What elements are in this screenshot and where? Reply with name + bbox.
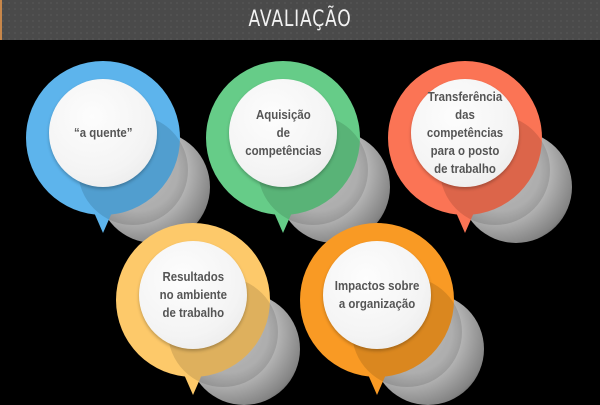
label-disc: Impactos sobre a organização: [323, 241, 431, 349]
header-accent: [0, 0, 2, 40]
bubble-resultados: Resultados no ambiente de trabalho: [116, 223, 300, 405]
bubble-label: Impactos sobre a organização: [334, 278, 420, 311]
bubble-label: “a quente”: [73, 125, 133, 140]
page-title: AVALIAÇÃO: [248, 7, 352, 32]
label-disc: Resultados no ambiente de trabalho: [139, 241, 247, 349]
bubble-a-quente: “a quente”: [26, 61, 210, 243]
bubble-impactos: Impactos sobre a organização: [300, 223, 484, 405]
bubble-aquisicao: Aquisição de competências: [206, 61, 390, 243]
bubble-label: Transferência das competências para o po…: [426, 89, 504, 176]
label-disc: Transferência das competências para o po…: [411, 79, 519, 187]
header-bar: AVALIAÇÃO: [0, 0, 600, 40]
label-disc: Aquisição de competências: [229, 79, 337, 187]
bubble-transferencia: Transferência das competências para o po…: [388, 61, 572, 243]
label-disc: “a quente”: [49, 79, 157, 187]
bubble-label: Aquisição de competências: [244, 107, 322, 158]
bubble-label: Resultados no ambiente de trabalho: [159, 269, 227, 320]
